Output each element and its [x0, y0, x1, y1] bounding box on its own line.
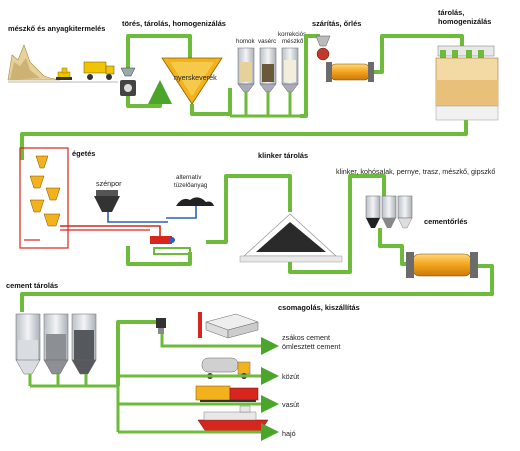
clinker-pile-icon	[239, 213, 343, 263]
pipe-to-dryer	[300, 34, 320, 118]
clinker-storage-label: klinker tárolás	[258, 151, 308, 160]
pipe-to-packing	[116, 320, 160, 386]
bulldozer-icon	[56, 67, 72, 80]
iron-ore-label: vasérc	[258, 38, 276, 45]
pipe-to-mill	[378, 228, 412, 266]
crushing-label: törés, tárolás, homogenizálás	[122, 19, 226, 28]
burner-icon	[150, 236, 191, 255]
pipe-to-clinker	[206, 174, 292, 244]
dryer-mill-icon	[315, 35, 374, 82]
coal-label: szénpor	[96, 179, 122, 188]
pipe-to-preheater	[20, 120, 468, 160]
quarry-hill-icon	[7, 44, 61, 81]
fuel-line-alt	[166, 206, 197, 219]
drying-label: szárítás, őrlés	[312, 19, 361, 28]
ship-label: hajó	[282, 429, 296, 438]
pipe-silo-out	[28, 374, 118, 388]
correction-label: korrekciós	[278, 31, 306, 38]
crusher-icon	[120, 67, 136, 96]
cement-mill-label: cementőrlés	[424, 217, 468, 226]
cement-silo-icon	[15, 313, 97, 375]
dump-truck-icon	[83, 61, 115, 80]
pipe-to-homog	[374, 34, 464, 74]
pipe-kiln-loop	[126, 246, 192, 266]
additive-silo-icon	[365, 195, 413, 229]
pipe-to-additives	[288, 174, 386, 274]
mixer-hopper-icon	[161, 57, 223, 105]
bagging-machine-icon	[156, 318, 166, 334]
sand-label: homok	[236, 38, 255, 45]
bulk-label: ömlesztett cement	[282, 342, 340, 351]
packing-label: csomagolás, kiszállítás	[278, 303, 360, 312]
alt-fuel-pile-icon	[176, 197, 214, 206]
pipe-crusher-mixer	[126, 34, 192, 70]
ship-icon	[197, 405, 269, 433]
pipe-mixer-silos	[190, 88, 232, 116]
rail-label: vasút	[282, 400, 299, 409]
quarry-label: mészkő és anyagkitermelés	[8, 24, 105, 33]
coal-hopper-icon	[94, 190, 120, 212]
pallet-icon	[198, 312, 259, 339]
pipe-to-cement-silos	[20, 264, 494, 312]
road-label: közút	[282, 372, 299, 381]
alt-fuel-label-1: alternatív	[176, 174, 202, 181]
fuel-line-coal	[107, 212, 168, 223]
homogenizing-silo-icon	[435, 45, 499, 121]
correction-silo-icon	[237, 47, 299, 93]
burning-label: égetés	[72, 149, 95, 158]
preheater-tower-icon	[19, 147, 69, 249]
storage-homog-label-2: homogenizálás	[438, 17, 491, 26]
locomotive-icon	[195, 385, 259, 402]
pipe-silo-collector	[230, 92, 300, 118]
ball-mill-icon	[406, 252, 478, 278]
limestone-label: mészkő	[282, 38, 304, 45]
mixer-label: nyerskeverék	[174, 73, 217, 82]
bagged-label: zsákos cement	[282, 333, 330, 342]
additives-label: klinker, kohósalak, pernye, trasz, mészk…	[336, 167, 495, 176]
cement-storage-label: cement tárolás	[6, 281, 58, 290]
alt-fuel-label-2: tüzelőanyag	[174, 182, 208, 189]
hot-air-line	[60, 225, 161, 240]
pipe-bagged	[160, 334, 279, 355]
storage-homog-label-1: tárolás,	[438, 8, 464, 17]
pipe-crusher-out	[126, 80, 172, 108]
